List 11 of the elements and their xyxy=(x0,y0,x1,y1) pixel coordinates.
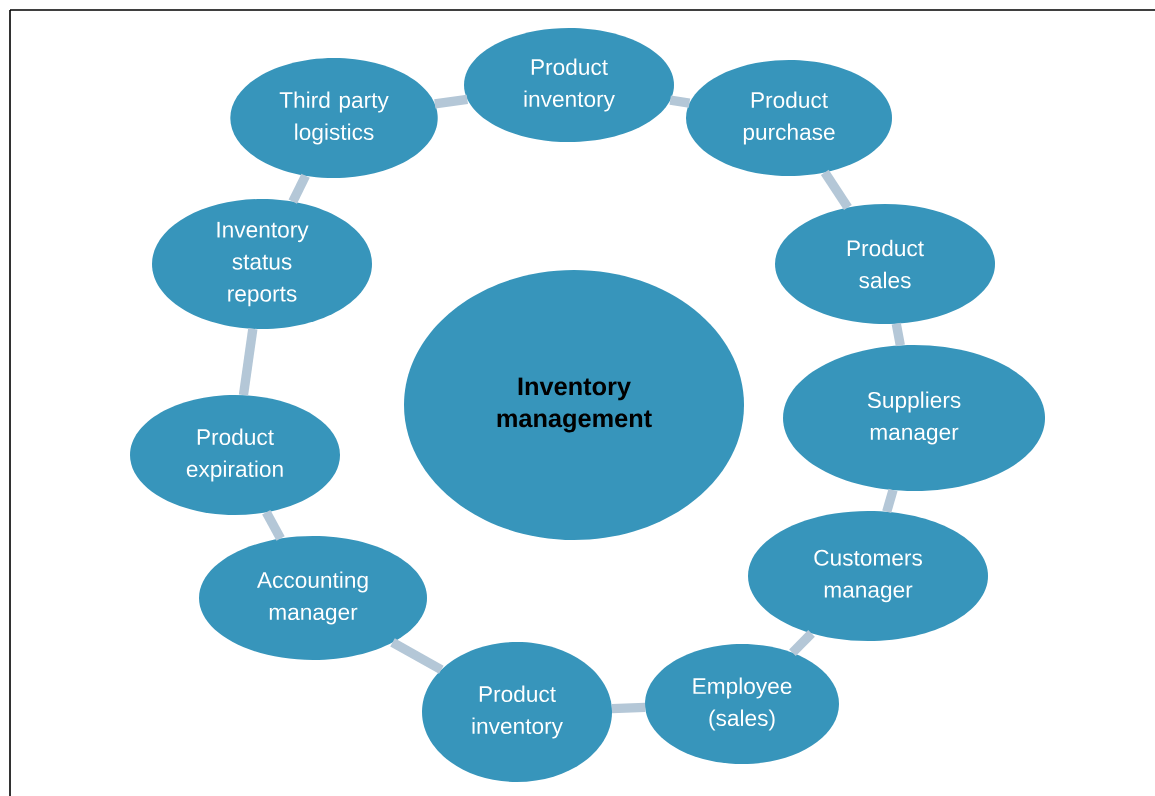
ring-connector xyxy=(434,94,468,109)
ring-connector xyxy=(288,173,310,204)
ring-connector xyxy=(891,322,905,347)
ring-connector xyxy=(262,510,285,541)
ring-connector xyxy=(238,328,258,396)
ring-connector xyxy=(820,169,852,211)
ring-connector xyxy=(611,702,646,714)
ring-connector xyxy=(669,95,691,108)
ring-connector xyxy=(882,488,898,514)
ring-connector xyxy=(390,638,444,674)
ring-connector xyxy=(789,630,815,657)
